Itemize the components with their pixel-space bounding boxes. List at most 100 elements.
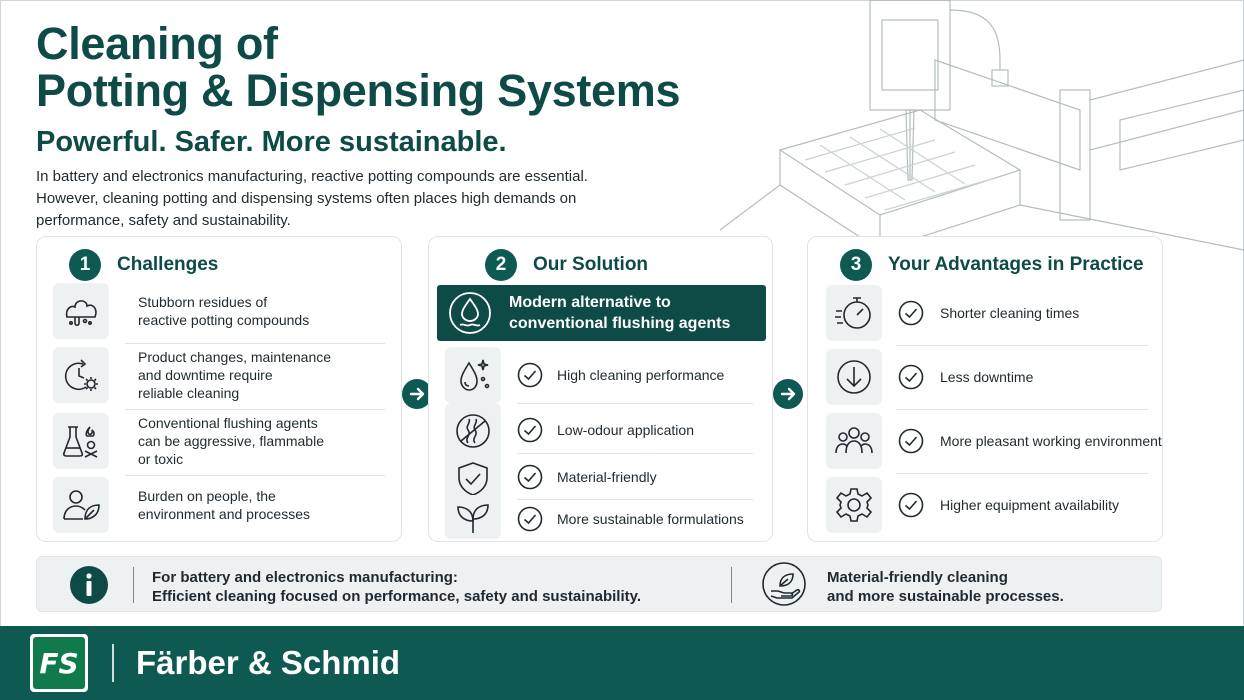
text-line: Burden on people, the	[138, 488, 276, 504]
flow-arrow-1	[402, 379, 432, 409]
divider	[125, 343, 385, 344]
info-line: For battery and electronics manufacturin…	[152, 569, 458, 586]
solution-label: Material-friendly	[557, 469, 657, 485]
step-number-3: 3	[840, 249, 872, 281]
people-icon	[826, 413, 882, 469]
challenges-title: Challenges	[117, 254, 219, 275]
text-line: or toxic	[138, 451, 184, 467]
check-circle-icon	[898, 300, 924, 326]
solution-item: Low-odour application	[517, 417, 694, 443]
text-line: Conventional flushing agents	[138, 415, 318, 431]
challenge-item: Burden on people, the environment and pr…	[53, 477, 310, 533]
divider	[517, 499, 753, 500]
text-line: environment and processes	[138, 506, 310, 522]
banner-text: Modern alternative to conventional flush…	[509, 292, 730, 334]
challenge-item: Conventional flushing agents can be aggr…	[53, 413, 324, 469]
step-number-2: 2	[485, 249, 517, 281]
advantage-item: Shorter cleaning times	[826, 285, 1079, 341]
arrow-right-icon	[780, 387, 796, 401]
sprout-icon	[445, 495, 501, 539]
info-right-text: Material-friendly cleaning and more sust…	[827, 568, 1064, 606]
challenge-text: Stubborn residues of reactive potting co…	[138, 293, 309, 329]
title-line-2: Potting & Dispensing Systems	[36, 65, 681, 116]
advantage-label: Higher equipment availability	[940, 497, 1119, 513]
advantage-item: Higher equipment availability	[826, 477, 1119, 533]
residue-icon	[53, 283, 109, 339]
advantage-label: Shorter cleaning times	[940, 305, 1080, 321]
check-circle-icon	[517, 464, 543, 490]
droplet-wave-icon	[443, 286, 497, 340]
hand-leaf-icon	[762, 562, 806, 606]
challenges-panel: 1 Challenges Stubborn residues of reacti…	[36, 236, 402, 542]
no-odour-icon	[445, 403, 501, 459]
divider	[896, 409, 1148, 410]
solution-label: Low-odour application	[557, 422, 694, 438]
gear-icon	[826, 477, 882, 533]
advantage-label: More pleasant working environment	[940, 433, 1162, 449]
challenge-item: Stubborn residues of reactive potting co…	[53, 283, 309, 339]
solution-title: Our Solution	[533, 254, 649, 275]
solution-item: High cleaning performance	[517, 362, 724, 388]
info-icon	[70, 566, 108, 604]
challenge-text: Burden on people, the environment and pr…	[138, 487, 310, 523]
divider	[133, 567, 134, 603]
check-circle-icon	[898, 492, 924, 518]
intro-text: In battery and electronics manufacturing…	[36, 166, 636, 232]
challenges-header: 1 Challenges	[69, 249, 218, 281]
person-leaf-icon	[53, 477, 109, 533]
flow-arrow-2	[773, 379, 803, 409]
step-number-1: 1	[69, 249, 101, 281]
company-logo: FS	[30, 634, 88, 692]
check-circle-icon	[898, 364, 924, 390]
info-line: Efficient cleaning focused on performanc…	[152, 588, 642, 605]
advantage-item: More pleasant working environment	[826, 413, 1162, 469]
advantages-title: Your Advantages in Practice	[888, 254, 1144, 275]
info-line: Material-friendly cleaning	[827, 569, 1008, 586]
info-line: and more sustainable processes.	[827, 588, 1064, 605]
check-circle-icon	[517, 362, 543, 388]
check-circle-icon	[898, 428, 924, 454]
dispensing-machine-illustration	[720, 0, 1244, 252]
advantage-item: Less downtime	[826, 349, 1033, 405]
challenge-text: Conventional flushing agents can be aggr…	[138, 414, 324, 468]
title-line-1: Cleaning of	[36, 18, 278, 69]
challenge-item: Product changes, maintenance and downtim…	[53, 347, 331, 403]
divider	[517, 403, 753, 404]
divider	[731, 567, 732, 603]
text-line: Stubborn residues of	[138, 294, 268, 310]
advantage-label: Less downtime	[940, 369, 1034, 385]
solution-item: Material-friendly	[517, 464, 657, 490]
intro-line-3: performance, safety and sustainability.	[36, 212, 291, 229]
page-title: Cleaning of Potting & Dispensing Systems	[36, 18, 681, 116]
text-line: Product changes, maintenance	[138, 349, 332, 365]
check-circle-icon	[517, 506, 543, 532]
intro-line-2: However, cleaning potting and dispensing…	[36, 190, 577, 207]
info-bar: For battery and electronics manufacturin…	[36, 556, 1162, 612]
advantages-header: 3 Your Advantages in Practice	[840, 249, 1144, 281]
clock-gear-icon	[53, 347, 109, 403]
challenge-text: Product changes, maintenance and downtim…	[138, 348, 331, 402]
text-line: and downtime require	[138, 367, 273, 383]
divider	[125, 409, 385, 410]
check-circle-icon	[517, 417, 543, 443]
brand-name: Färber & Schmid	[136, 644, 401, 681]
hazard-flask-icon	[53, 413, 109, 469]
text-line: reliable cleaning	[138, 385, 240, 401]
intro-line-1: In battery and electronics manufacturing…	[36, 168, 588, 185]
text-line: can be aggressive, flammable	[138, 433, 324, 449]
advantages-panel: 3 Your Advantages in Practice Shorter cl…	[807, 236, 1163, 542]
logo-mark: FS	[33, 637, 85, 689]
solution-panel: 2 Our Solution Modern alternative to con…	[428, 236, 773, 542]
arrow-right-icon	[409, 387, 425, 401]
solution-label: High cleaning performance	[557, 367, 725, 383]
solution-label: More sustainable formulations	[557, 511, 744, 527]
banner-line: conventional flushing agents	[509, 315, 731, 332]
divider	[125, 475, 385, 476]
banner-line: Modern alternative to	[509, 294, 671, 311]
footer: FS Färber & Schmid	[0, 626, 1244, 700]
footer-divider	[112, 644, 114, 682]
stopwatch-icon	[826, 285, 882, 341]
text-line: reactive potting compounds	[138, 312, 310, 328]
divider	[517, 453, 753, 454]
divider	[896, 473, 1148, 474]
